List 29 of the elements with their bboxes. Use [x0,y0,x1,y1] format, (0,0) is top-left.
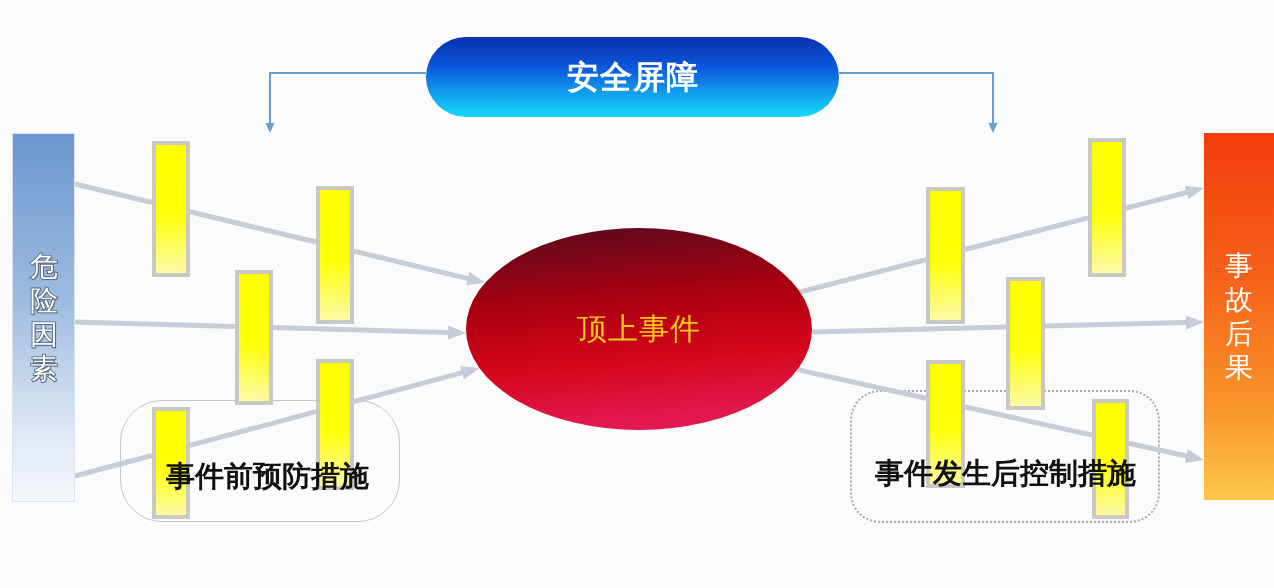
ellipse-label: 顶上事件 [577,314,701,344]
vertical-band [12,133,75,502]
vertical-band [1204,133,1274,500]
arrow [272,325,467,340]
vertical-label: 危险因素 [29,249,58,386]
banner-label: 安全屏障 [566,61,699,93]
connector-line [189,409,317,448]
arrow [353,248,486,286]
vertical-bar [316,186,354,324]
connector-line [811,324,1007,335]
connector-line [964,404,1093,438]
connector-line [189,209,317,245]
connector-line [964,215,1089,252]
connector-line [796,367,927,401]
vertical-bar [235,270,273,405]
elbow-arrow [265,72,427,133]
arrow [1128,440,1204,463]
connector-line [74,319,236,329]
vertical-bar [926,187,965,324]
connector-line [799,257,927,295]
connector-line [74,181,153,205]
vertical-bar [1006,277,1045,410]
arrow [1125,185,1204,211]
elbow-arrow [838,72,998,133]
vertical-bar [152,141,190,277]
connector-line [74,453,153,479]
vertical-label: 事故后果 [1225,248,1253,385]
vertical-bar [1088,138,1126,277]
arrow [353,366,480,404]
